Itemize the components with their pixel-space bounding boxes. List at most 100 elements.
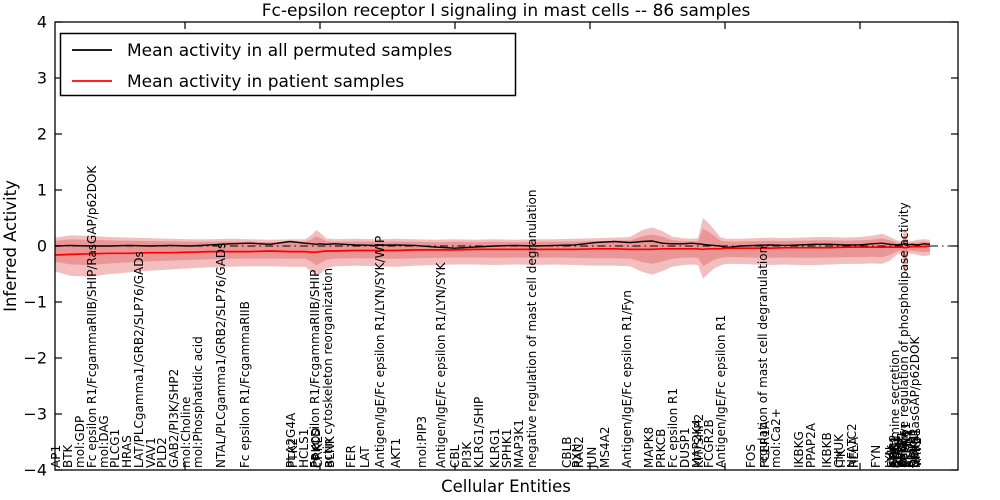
entity-label: SHC1 [889, 435, 903, 468]
entity-label: KLRG1/SHIP [472, 397, 486, 468]
entity-label: histamine secretion [888, 350, 902, 468]
entity-label: MS4A2 [598, 427, 612, 468]
entity-label: CRKL [311, 436, 325, 468]
y-tick-label: 0 [37, 237, 47, 256]
entity-label: LAT/PLCgamma1/GRB2/SLP76/GADs [132, 251, 146, 468]
y-tick-label: −3 [23, 405, 47, 424]
entity-label: IKBKG [792, 431, 806, 468]
entity-label: PAK2 [896, 438, 910, 468]
entity-label: SHIP/RasGAP/p62DOK [908, 336, 922, 468]
entity-label: Fc epsilon R1/FcgammaRIIB [238, 301, 252, 468]
entity-label: BLNK [323, 435, 337, 468]
entity-label: PLD2 [155, 437, 169, 468]
entity-label: ITK [834, 448, 848, 468]
entity-label: HRAS [120, 435, 134, 468]
entity-label: mol:Ca2+ [769, 408, 783, 468]
entity-label: KLRG1 [488, 428, 502, 468]
entity-label: RASA1 [906, 428, 920, 468]
entity-label: BTK [61, 443, 75, 468]
entity-label: CBLB [560, 436, 574, 468]
y-tick-label: 4 [37, 13, 47, 32]
entity-label: PRKCD [309, 428, 323, 468]
entity-label: WIPF1 [895, 431, 909, 468]
entity-label: PRKCB [654, 429, 668, 468]
entity-label: positive regulation of phospholipase act… [897, 202, 911, 468]
mean-activity-lines [54, 240, 931, 256]
entity-label: SYK [885, 444, 899, 468]
legend-label-patient: Mean activity in patient samples [127, 72, 404, 92]
entity-label: Fc epsilon R1 [666, 388, 680, 468]
entity-label: GRB2 [887, 434, 901, 468]
legend-box [59, 32, 517, 97]
entity-label: DUSP1 [678, 427, 692, 468]
entity-label: FCGR2B [702, 419, 716, 468]
legend-label-permuted: Mean activity in all permuted samples [127, 41, 452, 61]
band-outer [55, 218, 930, 279]
entity-label: GAB2/PI3K/SHP2 [167, 369, 181, 468]
entity-label: WAS [894, 441, 908, 468]
entity-label: FYN [869, 445, 883, 468]
entity-label: VAV1 [144, 437, 158, 468]
y-tick-label: −2 [23, 349, 47, 368]
entity-label: CSK [890, 443, 904, 468]
axes-frame [54, 21, 959, 471]
entity-label: FCER1A [758, 420, 772, 468]
entity-label: RELA [847, 436, 861, 468]
entity-label: mol:GDP [73, 416, 87, 468]
y-tick-label: 3 [37, 69, 47, 88]
entity-label: PTPN11 [899, 422, 913, 468]
chart-title: Fc-epsilon receptor I signaling in mast … [262, 1, 751, 21]
entity-label: actin cytoskeleton reorganization [321, 268, 335, 468]
entity-label: AKT1 [389, 438, 403, 468]
y-tick-label: −1 [23, 293, 47, 312]
entity-label: MAPK8 [642, 427, 656, 468]
entity-label: PTPN6 [898, 430, 912, 468]
entity-label: IKBKB [820, 432, 834, 468]
entity-label: MAP2K4 [690, 419, 704, 468]
permuted-mean-line [54, 240, 931, 249]
entity-label: regulation of mast cell degranulation [756, 246, 770, 468]
entity-label: mol:DAG [97, 415, 111, 468]
band-inner [55, 228, 930, 267]
entity-label: HCLS1 [297, 429, 311, 468]
entity-label: MAP3K1 [512, 419, 526, 468]
patient-activity-band [55, 218, 930, 279]
entity-label: NFKB1 [909, 428, 923, 468]
entity-label: Antigen/IgE/Fc epsilon R1/Fyn [620, 290, 634, 468]
entity-label: PLCG1 [108, 429, 122, 468]
entity-label: NFATC2 [845, 423, 859, 468]
entity-label: JUN [585, 447, 599, 469]
entity-label: Antigen/IgE/Fc epsilon R1/LYN/SYK/WIP [373, 236, 387, 468]
entity-label: mol:Choline [179, 397, 193, 468]
entity-label: AP1 [49, 445, 63, 468]
entity-label: mol:PIP3 [415, 416, 429, 468]
entity-label: RAC2 [572, 436, 586, 468]
y-tick-label: −4 [23, 461, 47, 480]
y-tick-label: 1 [37, 181, 47, 200]
x-axis-label: Cellular Entities [441, 477, 571, 496]
entity-label: mol:Phosphatidic acid [191, 336, 205, 468]
entity-label: DOK1 [907, 434, 921, 468]
entity-label: Fc epsilon R1/FcgammaRIIB/SHIP/RasGAP/p6… [85, 165, 99, 468]
entity-label: LAT [358, 446, 372, 468]
entity-label: Antigen/IgE/Fc epsilon R1/LYN/SYK [434, 261, 448, 468]
entity-label: PPAP2A [804, 422, 818, 468]
entity-label: CBL [448, 444, 462, 468]
entity-label: Fc epsilon R1/FcgammaRIIB/SHIP [308, 270, 322, 468]
entity-label: PLA2G4A [284, 412, 298, 468]
patient-mean-line [54, 245, 931, 256]
entity-label: VAV2 [910, 437, 924, 468]
entity-label: SOS1 [888, 436, 902, 468]
entity-label: FOS [744, 444, 758, 468]
entity-label: PTK2 [286, 438, 300, 468]
y-axis-label: Inferred Activity [1, 180, 20, 312]
legend: Mean activity in all permuted samples Me… [59, 32, 517, 97]
entity-label: PI3K [460, 441, 474, 468]
entity-label: SPHK1 [500, 429, 514, 468]
entity-label: NTAL/PLCgamma1/GRB2/SLP76/GADs [214, 243, 228, 468]
entity-label: LYN [883, 447, 897, 468]
entity-label: SPHK2 [900, 429, 914, 468]
